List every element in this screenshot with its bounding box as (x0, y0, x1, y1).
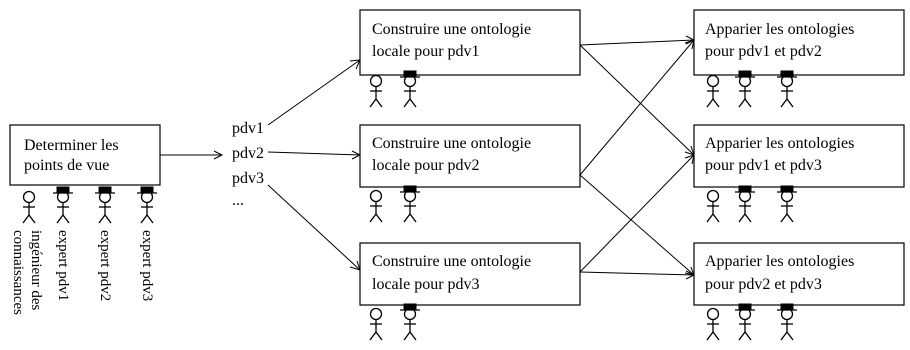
box-match23-line2: pour pdv2 et pdv3 (705, 276, 822, 293)
viewpoint-label-pdv3: pdv3 (232, 170, 264, 187)
box-build1-line2: locale pour pdv1 (372, 43, 480, 60)
engineer-figure-icon (706, 74, 720, 108)
arrow-build1-to-match13 (579, 44, 695, 156)
engineer-figure-icon (369, 74, 383, 108)
expert-figure-icon (777, 186, 797, 222)
arrow-pdv2-to-build2 (267, 151, 361, 156)
engineer-figure-icon (706, 307, 720, 341)
box-build3-line2: locale pour pdv3 (372, 276, 480, 293)
box-determine-line1: Determiner les (24, 137, 119, 154)
box-determine-line2: points de vue (24, 157, 109, 174)
box-build-pdv3: Construire une ontologie locale pour pdv… (359, 242, 581, 306)
viewpoint-label-pdv1: pdv1 (232, 120, 264, 137)
box-build1-line1: Construire une ontologie (372, 21, 531, 38)
box-match12-line2: pour pdv1 et pdv2 (705, 43, 822, 60)
actor-label-expert-pdv2: expert pdv2 (97, 230, 113, 301)
box-match-pdv1-pdv2: Apparier les ontologies pour pdv1 et pdv… (693, 9, 905, 76)
expert-figure-icon (735, 186, 755, 222)
arrow-pdv3-to-build3 (267, 184, 361, 271)
arrows (160, 35, 696, 280)
box-build-pdv2: Construire une ontologie locale pour pdv… (359, 124, 581, 188)
expert-figure-icon (777, 71, 797, 107)
box-build2-line1: Construire une ontologie (372, 135, 531, 152)
actor-label-expert-pdv3: expert pdv3 (139, 230, 155, 301)
actor-label-expert-pdv1: expert pdv1 (55, 230, 71, 301)
box-match12-line1: Apparier les ontologies (705, 21, 854, 38)
viewpoint-label-pdv2: pdv2 (232, 145, 264, 162)
arrow-build2-to-match23 (579, 174, 695, 276)
box-match13-line1: Apparier les ontologies (705, 135, 854, 152)
engineer-figure-icon (369, 189, 383, 223)
arrow-build1-to-match12 (579, 39, 695, 46)
engineer-figure-icon (22, 190, 36, 224)
box-determine-viewpoints: Determiner les points de vue (9, 124, 161, 186)
box-match-pdv1-pdv3: Apparier les ontologies pour pdv1 et pdv… (693, 124, 905, 188)
arrow-head (213, 150, 224, 160)
actor-label-engineer-line2: connaissances (10, 230, 26, 315)
actor-label-engineer-line1: ingénieur des (28, 230, 44, 311)
box-build2-line2: locale pour pdv2 (372, 157, 480, 174)
expert-figure-icon (400, 304, 420, 340)
engineer-figure-icon (706, 189, 720, 223)
box-match-pdv2-pdv3: Apparier les ontologies pour pdv2 et pdv… (693, 242, 905, 306)
viewpoint-label-more: ... (232, 192, 244, 209)
expert-pdv3-figure-icon (137, 187, 157, 223)
box-build-pdv1: Construire une ontologie locale pour pdv… (359, 9, 581, 76)
expert-figure-icon (400, 71, 420, 107)
arrow-build2-to-match12 (579, 39, 695, 176)
arrow-pdv1-to-build1 (267, 59, 361, 126)
engineer-figure-icon (369, 307, 383, 341)
expert-figure-icon (400, 186, 420, 222)
expert-figure-icon (777, 304, 797, 340)
expert-figure-icon (735, 71, 755, 107)
expert-pdv1-figure-icon (53, 187, 73, 223)
expert-figure-icon (735, 304, 755, 340)
expert-pdv2-figure-icon (95, 187, 115, 223)
box-build3-line1: Construire une ontologie (372, 253, 531, 270)
box-match13-line2: pour pdv1 et pdv3 (705, 157, 822, 174)
arrow-build3-to-match13 (579, 154, 695, 273)
box-match23-line1: Apparier les ontologies (705, 253, 854, 270)
arrow-build3-to-match23 (579, 271, 695, 276)
